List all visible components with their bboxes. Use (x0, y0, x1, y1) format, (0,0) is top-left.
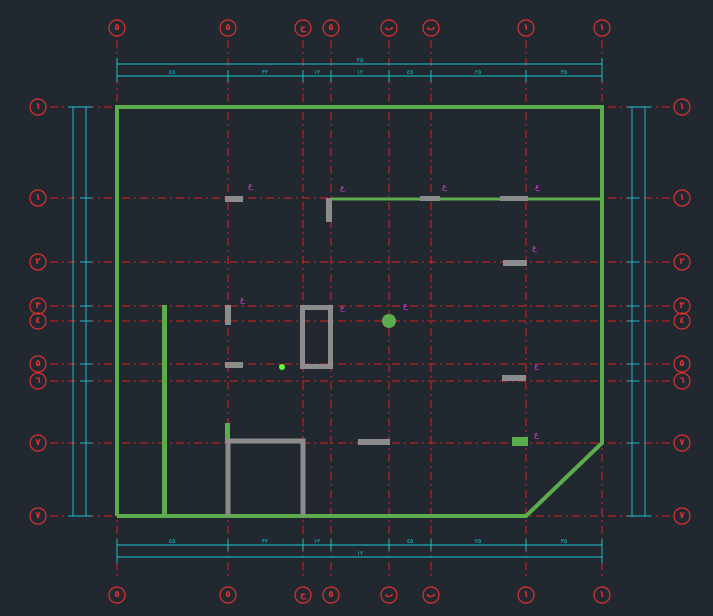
grid-bubbles-top: ٥ ٥ ج ٥ ب ب ١ ١ (108, 19, 611, 37)
dimension-text: ٣٥ (561, 538, 567, 545)
grid-label: ٧ (35, 511, 41, 521)
column-tag: ع (534, 361, 539, 370)
grid-label: ٥ (679, 359, 685, 369)
grid-bubbles-left: ١ ١ ٢ ٣ ٤ ٥ ٦ ٧ ٧ (29, 98, 47, 525)
dimension-text: ١٢ (357, 550, 363, 557)
grid-label: ١ (679, 102, 685, 112)
dimension-lines-bottom: ٤٥ ٣٢ ١٢ ١٢ ٤٥ ٢٥ ٣٥ (116, 538, 603, 563)
vertical-grid-lines (116, 40, 603, 580)
dimension-text: ٣٢ (262, 69, 268, 76)
column-tag: ع (403, 301, 408, 310)
grid-label: ١ (679, 193, 685, 203)
grid-label: ٥ (328, 590, 334, 600)
grid-label: ٥ (114, 590, 120, 600)
dimension-text: ١٢ (314, 69, 320, 76)
dimension-text: ٢٥ (475, 538, 481, 545)
grid-label: ٤ (679, 316, 685, 326)
grid-bubbles-right: ١ ١ ٢ ٣ ٤ ٥ ٦ ٧ ٧ (673, 98, 691, 525)
grid-label: ٥ (225, 590, 231, 600)
dimension-text: ٤٥ (407, 69, 413, 76)
dimension-text: ٤٥ (169, 69, 175, 76)
grid-label: ٦ (679, 376, 685, 386)
dimension-lines-sides (68, 106, 651, 517)
grid-label: ٣ (679, 301, 685, 311)
grid-label: ١ (523, 590, 529, 600)
grid-label: ٦ (35, 376, 41, 386)
column-tag: ع (340, 183, 345, 192)
dimension-text: ٢٥ (475, 69, 481, 76)
overall-dimension: ٢٥ (357, 57, 363, 64)
grid-label: ١ (35, 102, 41, 112)
column-tag: ع (442, 182, 447, 191)
dimension-text: ٤٥ (169, 538, 175, 545)
dimension-lines-top: ٢٥ ٤٥ ٣٢ ١٢ ١٢ ٤٥ ٢٥ ٣٥ (116, 57, 603, 82)
grid-label: ٥ (225, 23, 231, 33)
grid-label: ج (300, 590, 307, 600)
grid-label: ١ (523, 23, 529, 33)
grid-label: ٢ (35, 257, 41, 267)
column-tag: ع (535, 182, 540, 191)
grid-label: ٧ (679, 511, 685, 521)
grid-label: ٧ (35, 438, 41, 448)
grid-label: ٥ (328, 23, 334, 33)
grid-label: ب (426, 23, 435, 33)
grid-label: ٣ (35, 301, 41, 311)
grid-label: ب (384, 23, 393, 33)
grid-label: ١ (599, 590, 605, 600)
grid-label: ٤ (35, 316, 41, 326)
grid-label: ب (426, 590, 435, 600)
grid-bubbles-bottom: ٥ ٥ ج ٥ ب ب ١ ١ (108, 586, 611, 604)
grid-label: ب (384, 590, 393, 600)
grid-label: ٥ (35, 359, 41, 369)
dimension-text: ١٢ (314, 538, 320, 545)
grid-label: ١ (35, 193, 41, 203)
horizontal-grid-lines (50, 106, 670, 517)
dimension-text: ١٢ (357, 69, 363, 76)
column-tag: ع (532, 243, 537, 252)
grid-label: ١ (599, 23, 605, 33)
column-tags: ع ع ع ع ع ع ع ع ع ع (240, 181, 540, 439)
grid-label: ٥ (114, 23, 120, 33)
column-tag: ع (534, 430, 539, 439)
column-tag: ع (248, 181, 253, 190)
column-tag: ع (240, 295, 245, 304)
exterior-walls (115, 105, 604, 518)
dimension-text: ٣٥ (561, 69, 567, 76)
dimension-text: ٤٥ (407, 538, 413, 545)
dimension-text: ٣٢ (262, 538, 268, 545)
grid-label: ٢ (679, 257, 685, 267)
grid-label: ٧ (679, 438, 685, 448)
grid-label: ج (300, 23, 307, 33)
interior-columns (225, 196, 528, 516)
column-tag: ع (340, 303, 345, 312)
